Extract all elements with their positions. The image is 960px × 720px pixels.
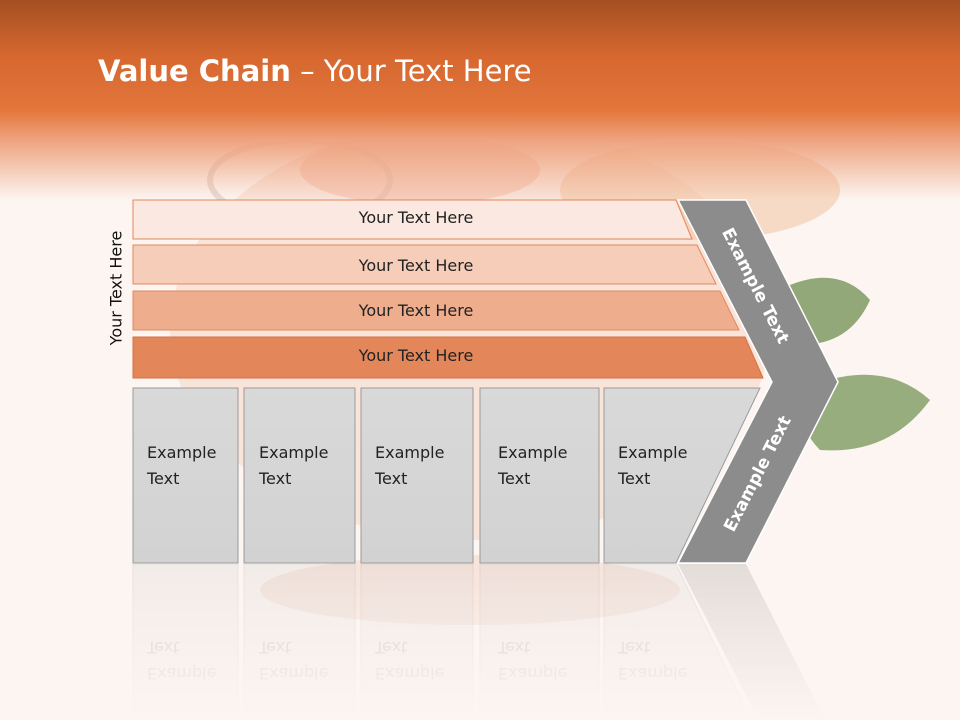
row-band-1[interactable]	[132, 199, 693, 240]
box-line-2: Text	[618, 469, 651, 488]
row-band-2[interactable]	[132, 244, 717, 285]
activity-box-4[interactable]	[479, 387, 600, 564]
slide-title[interactable]: Value Chain – Your Text Here	[98, 54, 532, 88]
row-label-2[interactable]: Your Text Here	[358, 256, 474, 275]
title-bold: Value Chain	[98, 54, 291, 88]
activity-box-5[interactable]	[603, 387, 761, 564]
activity-box-1[interactable]	[132, 387, 239, 564]
margin-chevron[interactable]	[676, 199, 839, 564]
box-line-1: Example	[259, 443, 329, 462]
box-line-2: Text	[259, 469, 292, 488]
reflection-fade	[0, 564, 960, 720]
box-line-1: Example	[147, 443, 217, 462]
box-line-1: Example	[618, 443, 688, 462]
box-line-2: Text	[147, 469, 180, 488]
box-line-2: Text	[375, 469, 408, 488]
box-line-1: Example	[375, 443, 445, 462]
box-line-2: Text	[498, 469, 531, 488]
row-band-4[interactable]	[132, 336, 764, 379]
activity-box-3[interactable]	[360, 387, 474, 564]
header-bar	[0, 0, 960, 200]
row-label-3[interactable]: Your Text Here	[358, 301, 474, 320]
row-label-4[interactable]: Your Text Here	[358, 346, 474, 365]
activity-box-2[interactable]	[243, 387, 356, 564]
row-label-1[interactable]: Your Text Here	[358, 208, 474, 227]
title-rest: – Your Text Here	[290, 54, 532, 88]
row-band-3[interactable]	[132, 290, 740, 331]
box-line-1: Example	[498, 443, 568, 462]
